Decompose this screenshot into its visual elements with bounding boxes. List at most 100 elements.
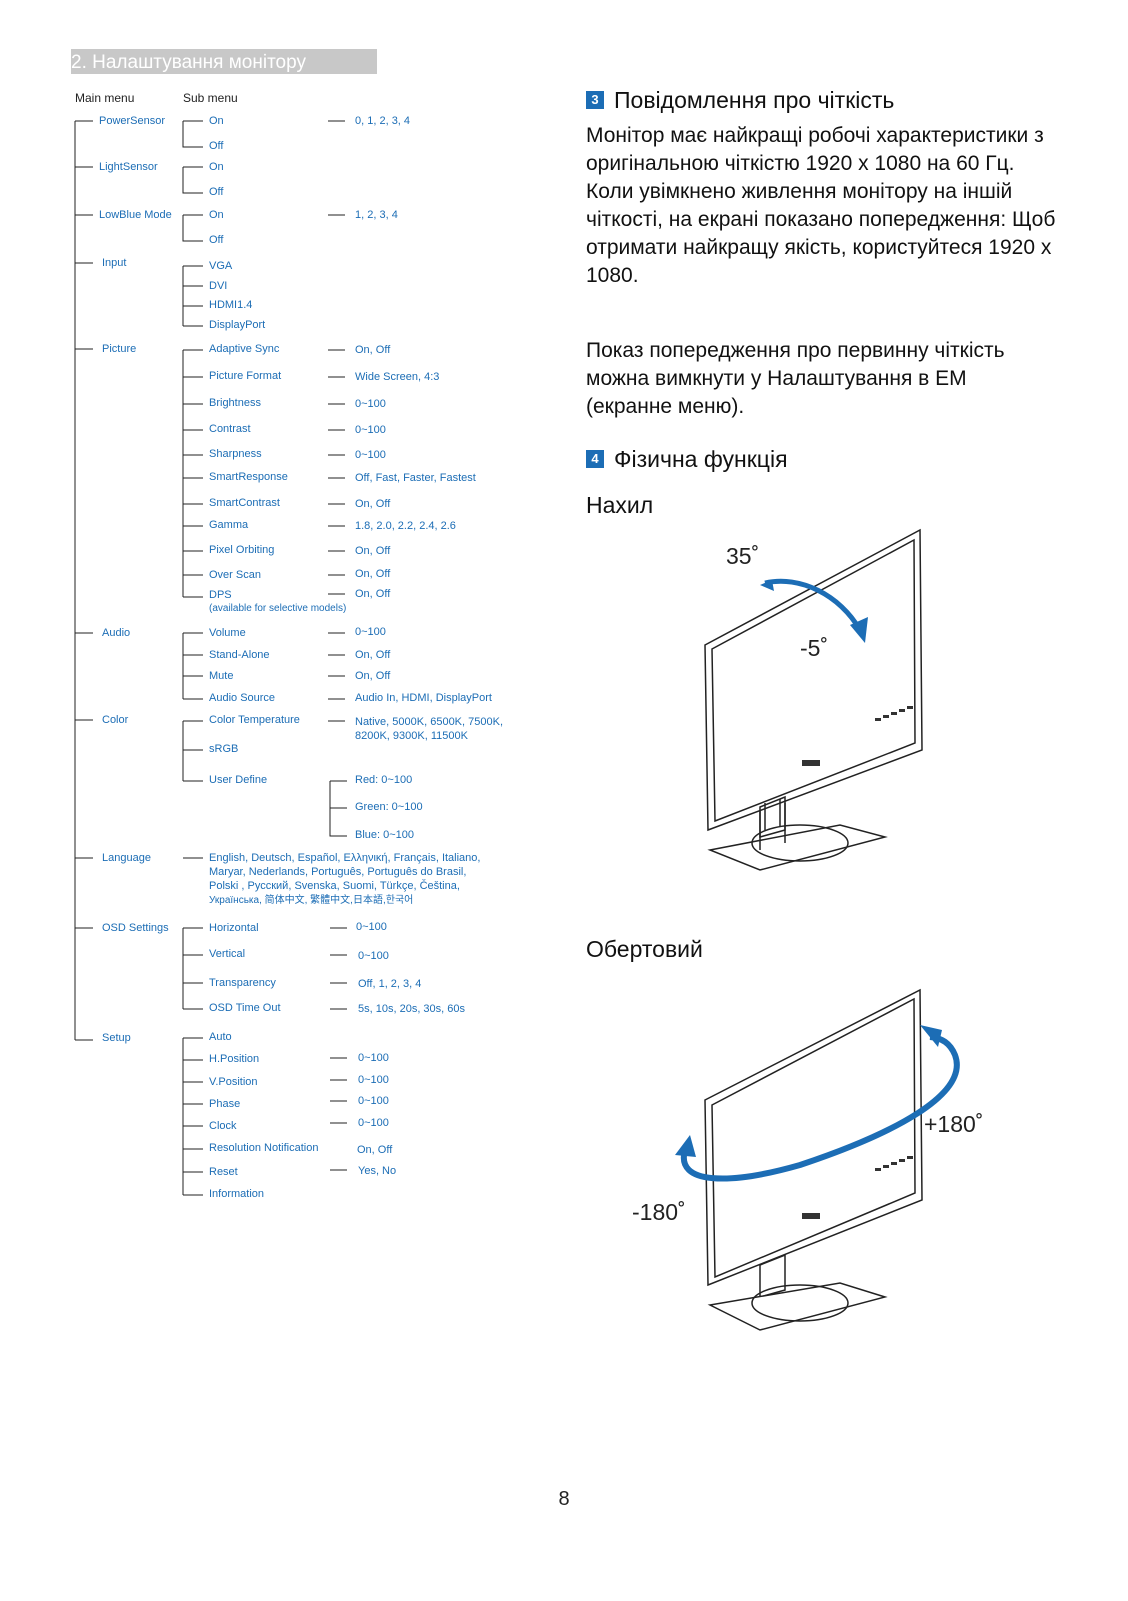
section-4-title: Фізична функція [614,446,788,472]
val-mute: On, Off [355,670,391,682]
sub-adaptive-sync: Adaptive Sync [209,343,280,355]
section-3-paragraph-1: Монітор має найкращі робочі характеристи… [586,124,1056,287]
val-contrast: 0~100 [355,424,386,436]
val-horizontal: 0~100 [356,921,387,933]
sub-vga: VGA [209,260,233,272]
tilt-up-angle: 35˚ [726,543,760,569]
sub-reset: Reset [209,1166,238,1178]
sub-smartcontrast: SmartContrast [209,497,280,509]
tilt-monitor-illustration [704,528,923,871]
main-menu-header: Main menu [75,91,135,105]
menu-lowblue: LowBlue Mode [99,209,172,221]
val-lowblue: 1, 2, 3, 4 [355,209,398,221]
val-clock: 0~100 [358,1117,389,1129]
page-number: 8 [558,1488,570,1510]
sub-on: On [209,161,224,173]
sub-hdmi: HDMI1.4 [209,299,253,311]
sub-off: Off [209,140,224,152]
sub-gamma: Gamma [209,519,249,531]
val-gamma: 1.8, 2.0, 2.2, 2.4, 2.6 [355,520,456,532]
sub-h-position: H.Position [209,1053,260,1065]
menu-input: Input [102,257,127,269]
menu-powersensor: PowerSensor [99,115,166,127]
sub-information: Information [209,1188,265,1200]
val-brightness: 0~100 [355,398,386,410]
tilt-down-angle: -5˚ [800,635,829,661]
val-h-position: 0~100 [358,1052,389,1064]
val-red: Red: 0~100 [355,774,413,786]
val-vertical: 0~100 [358,950,389,962]
sub-color-temperature: Color Temperature [209,714,300,726]
menu-tree-lines [74,120,347,1196]
val-v-position: 0~100 [358,1074,389,1086]
section-3-paragraph-2: Показ попередження про первинну чіткість… [586,339,1005,418]
val-volume: 0~100 [355,626,386,638]
val-pixel-orbiting: On, Off [355,545,391,557]
sub-on: On [209,209,224,221]
val-blue: Blue: 0~100 [355,829,415,841]
val-adaptive-sync: On, Off [355,344,391,356]
sub-phase: Phase [209,1098,241,1110]
val-stand-alone: On, Off [355,649,391,661]
sub-osd-time-out: OSD Time Out [209,1002,281,1014]
sub-vertical: Vertical [209,948,246,960]
lang-line-2: Maryar, Nederlands, Português, Português… [209,866,467,878]
osd-menu-tree: PowerSensor LightSensor LowBlue Mode Inp… [0,0,560,1230]
val-powersensor: 0, 1, 2, 3, 4 [355,115,411,127]
val-transparency: Off, 1, 2, 3, 4 [358,978,422,990]
sub-smartresponse: SmartResponse [209,471,288,483]
sub-v-position: V.Position [209,1076,258,1088]
section-3-title: Повідомлення про чіткість [614,87,895,113]
val-color-temperature-1: Native, 5000K, 6500K, 7500K, [355,716,503,728]
val-audio-source: Audio In, HDMI, DisplayPort [355,692,492,704]
sub-contrast: Contrast [209,423,251,435]
val-picture-format: Wide Screen, 4:3 [355,371,440,383]
tilt-heading: Нахил [586,492,654,518]
sub-on: On [209,115,224,127]
sub-picture-format: Picture Format [209,370,282,382]
sub-auto: Auto [209,1031,232,1043]
dps-note: (available for selective models) [209,603,347,614]
val-color-temperature-2: 8200K, 9300K, 11500K [355,730,468,742]
sub-displayport: DisplayPort [209,319,266,331]
sub-sharpness: Sharpness [209,448,262,460]
swivel-monitor-illustration [675,988,960,1331]
sub-volume: Volume [209,627,246,639]
sub-mute: Mute [209,670,234,682]
sub-over-scan: Over Scan [209,569,261,581]
section-4-number: 4 [586,449,604,468]
lang-line-4: Українська, 简体中文, 繁體中文,日本語,한국어 [209,895,414,906]
val-over-scan: On, Off [355,568,391,580]
val-sharpness: 0~100 [355,449,386,461]
menu-osd-settings: OSD Settings [102,922,169,934]
sub-menu-header: Sub menu [183,91,238,105]
sub-off: Off [209,234,224,246]
menu-setup: Setup [102,1032,131,1044]
sub-audio-source: Audio Source [209,692,276,704]
sub-user-define: User Define [209,774,268,786]
val-osd-time-out: 5s, 10s, 20s, 30s, 60s [358,1003,466,1015]
val-dps: On, Off [355,588,391,600]
val-smartcontrast: On, Off [355,498,391,510]
menu-color: Color [102,714,129,726]
section-title: 2. Налаштування монітору [71,49,377,74]
menu-lightsensor: LightSensor [99,161,158,173]
section-3-heading: 3 Повідомлення про чіткість [586,86,894,114]
swivel-heading: Обертовий [586,936,703,962]
sub-pixel-orbiting: Pixel Orbiting [209,544,275,556]
val-green: Green: 0~100 [355,801,423,813]
sub-horizontal: Horizontal [209,922,259,934]
sub-stand-alone: Stand-Alone [209,649,270,661]
val-resolution-notification: On, Off [357,1144,393,1156]
sub-dvi: DVI [209,280,228,292]
section-3-number: 3 [586,90,604,109]
val-smartresponse: Off, Fast, Faster, Fastest [355,472,476,484]
sub-transparency: Transparency [209,977,276,989]
menu-language: Language [102,852,151,864]
val-phase: 0~100 [358,1095,389,1107]
sub-off: Off [209,186,224,198]
menu-picture: Picture [102,343,137,355]
sub-brightness: Brightness [209,397,261,409]
lang-line-1: English, Deutsch, Español, Ελληνική, Fra… [209,852,481,864]
sub-resolution-notification: Resolution Notification [209,1142,319,1154]
